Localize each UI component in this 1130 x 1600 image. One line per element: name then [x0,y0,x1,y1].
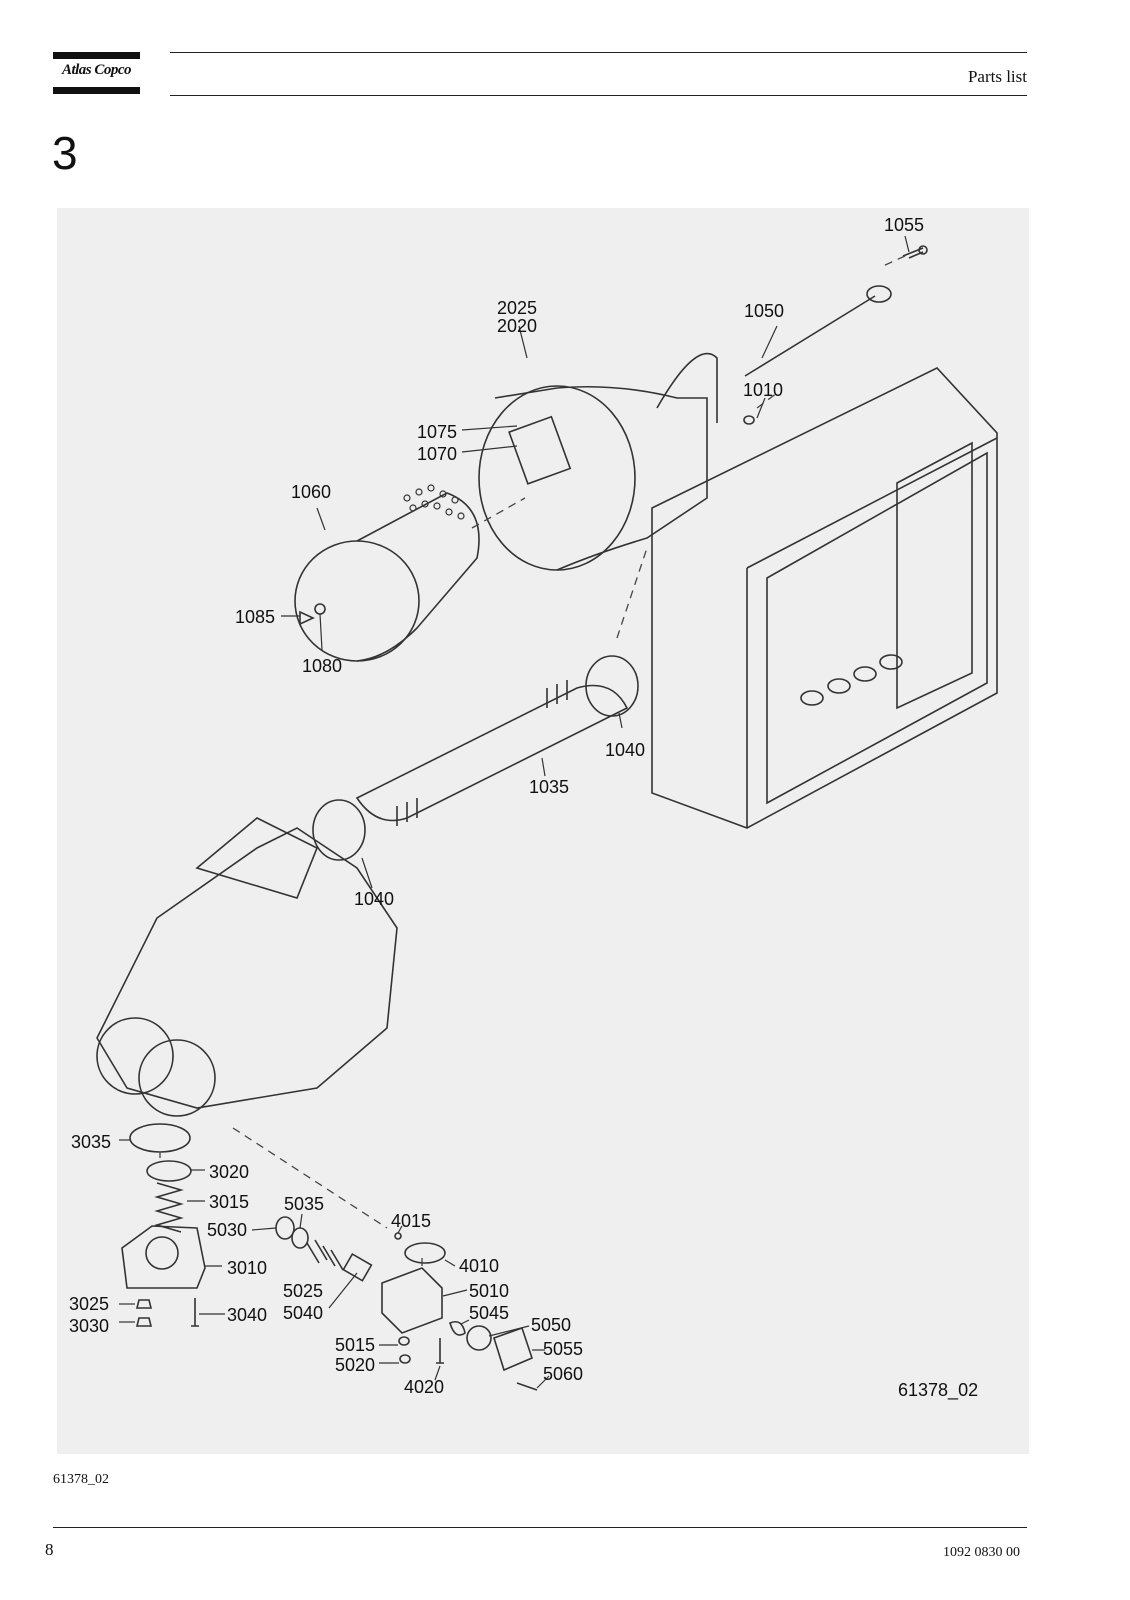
drawing-id-label: 61378_02 [898,1380,978,1401]
footer-rule [53,1527,1027,1528]
diaphragm-3035-shape [129,1123,191,1153]
callout-3040: 3040 [227,1305,267,1325]
callout-1075: 1075 [417,422,457,442]
cabinet-shape [651,367,998,829]
callout-1040-lower: 1040 [354,889,394,909]
document-number: 1092 0830 00 [943,1545,1020,1560]
callout-1055: 1055 [884,215,924,235]
spring-3015-shape [154,1182,184,1233]
valve-3020-shape [146,1160,192,1182]
callout-4015: 4015 [391,1211,431,1231]
washer-1010-shape [743,415,755,425]
logo-bar-bottom [53,87,140,94]
callout-5015: 5015 [335,1335,375,1355]
callout-1035: 1035 [529,777,569,797]
callout-1080: 1080 [302,656,342,676]
screw-5060-shape [516,1382,538,1391]
nut-3025-shape [135,1299,153,1309]
callout-1060: 1060 [291,482,331,502]
callout-5025: 5025 [283,1281,323,1301]
section-title: Parts list [967,67,1027,86]
nut-5020-shape [399,1354,411,1364]
callout-3010: 3010 [227,1258,267,1278]
spring-5025-shape [306,1239,344,1271]
callout-1050: 1050 [744,301,784,321]
clamp-1040a-shape [585,655,639,717]
housing-2020-shape [478,385,636,571]
drawing-svg: 1055 1050 2025 2020 1010 1075 1070 1060 … [69,215,998,1401]
pin-4015-shape [394,1232,402,1240]
hose-1035-shape [355,684,629,822]
callout-5030: 5030 [207,1220,247,1240]
clamp-1040b-shape [312,799,366,861]
ring-5050-shape [466,1325,492,1351]
callout-5010: 5010 [469,1281,509,1301]
wingnut-1085-shape [299,610,315,626]
atlas-copco-logo: Atlas Copco [53,52,140,94]
callout-4020: 4020 [404,1377,444,1397]
callout-1070: 1070 [417,444,457,464]
callout-3035: 3035 [71,1132,111,1152]
exploded-parts-drawing: 1055 1050 2025 2020 1010 1075 1070 1060 … [57,208,1029,1454]
header-rule-top [170,52,1027,53]
logo-bar-top [53,52,140,59]
compressor-shape [96,827,398,1109]
callout-5050: 5050 [531,1315,571,1335]
callout-5055: 5055 [543,1339,583,1359]
seal-4010-shape [404,1242,446,1264]
callout-1085: 1085 [235,607,275,627]
washer-5015-shape [398,1336,410,1346]
callout-2025: 2025 [497,298,537,318]
rod-1050-shape [744,295,876,377]
callout-3030: 3030 [69,1316,109,1336]
callout-2020: 2020 [497,316,537,336]
callout-1040-upper: 1040 [605,740,645,760]
bolt-3040-shape [191,1298,199,1327]
callout-5020: 5020 [335,1355,375,1375]
callout-1010: 1010 [743,380,783,400]
valve-body-5010-shape [381,1267,443,1334]
section-number: 3 [52,127,78,179]
callout-5035: 5035 [284,1194,324,1214]
callout-4010: 4010 [459,1256,499,1276]
callout-3025: 3025 [69,1294,109,1314]
bolt-4020-shape [436,1338,444,1364]
plug-5045-shape [449,1320,466,1336]
cover-3010-shape [121,1225,206,1289]
plate-5055-shape [493,1326,533,1372]
callout-5045: 5045 [469,1303,509,1323]
callout-5060: 5060 [543,1364,583,1384]
header-rule-bottom [170,95,1027,96]
figure-caption: 61378_02 [53,1472,109,1487]
ring-5035-shape [291,1227,309,1249]
page-number: 8 [45,1540,54,1559]
ring-5030-shape [275,1216,295,1240]
logo-wordmark: Atlas Copco [61,62,132,78]
callout-5040: 5040 [283,1303,323,1323]
callout-3015: 3015 [209,1192,249,1212]
callout-3020: 3020 [209,1162,249,1182]
nut-3030-shape [135,1317,153,1327]
